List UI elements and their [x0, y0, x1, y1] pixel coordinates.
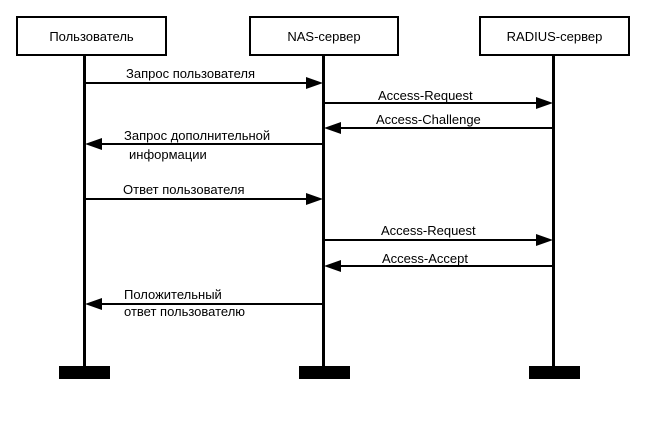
message-arrowhead-8 — [85, 298, 102, 310]
message-label-2: Access-Request — [378, 88, 473, 103]
message-arrowhead-2 — [536, 97, 553, 109]
message-arrowhead-4 — [85, 138, 102, 150]
message-arrowhead-1 — [306, 77, 323, 89]
message-arrowhead-3 — [324, 122, 341, 134]
message-arrowhead-5 — [306, 193, 323, 205]
actor-box-nas: NAS-сервер — [249, 16, 399, 56]
message-label-3: Access-Challenge — [376, 112, 481, 127]
terminator-radius — [529, 366, 580, 379]
message-label-6: Access-Request — [381, 223, 476, 238]
message-label-5: Ответ пользователя — [123, 182, 245, 197]
message-label-8: Положительный ответ пользователю — [124, 287, 246, 319]
message-label-7: Access-Accept — [382, 251, 468, 266]
message-arrowhead-7 — [324, 260, 341, 272]
terminator-user — [59, 366, 110, 379]
lifeline-nas — [322, 56, 325, 368]
actor-label-user: Пользователь — [49, 28, 134, 44]
terminator-nas — [299, 366, 350, 379]
actor-box-radius: RADIUS-сервер — [479, 16, 630, 56]
lifeline-radius — [552, 56, 555, 368]
actor-label-nas: NAS-сервер — [287, 28, 361, 44]
actor-box-user: Пользователь — [16, 16, 167, 56]
actor-label-radius: RADIUS-сервер — [506, 28, 603, 44]
message-label-4: Запрос дополнительной информации — [124, 128, 271, 162]
message-label-1: Запрос пользователя — [126, 66, 256, 81]
lifeline-user — [83, 56, 86, 368]
message-arrowhead-6 — [536, 234, 553, 246]
